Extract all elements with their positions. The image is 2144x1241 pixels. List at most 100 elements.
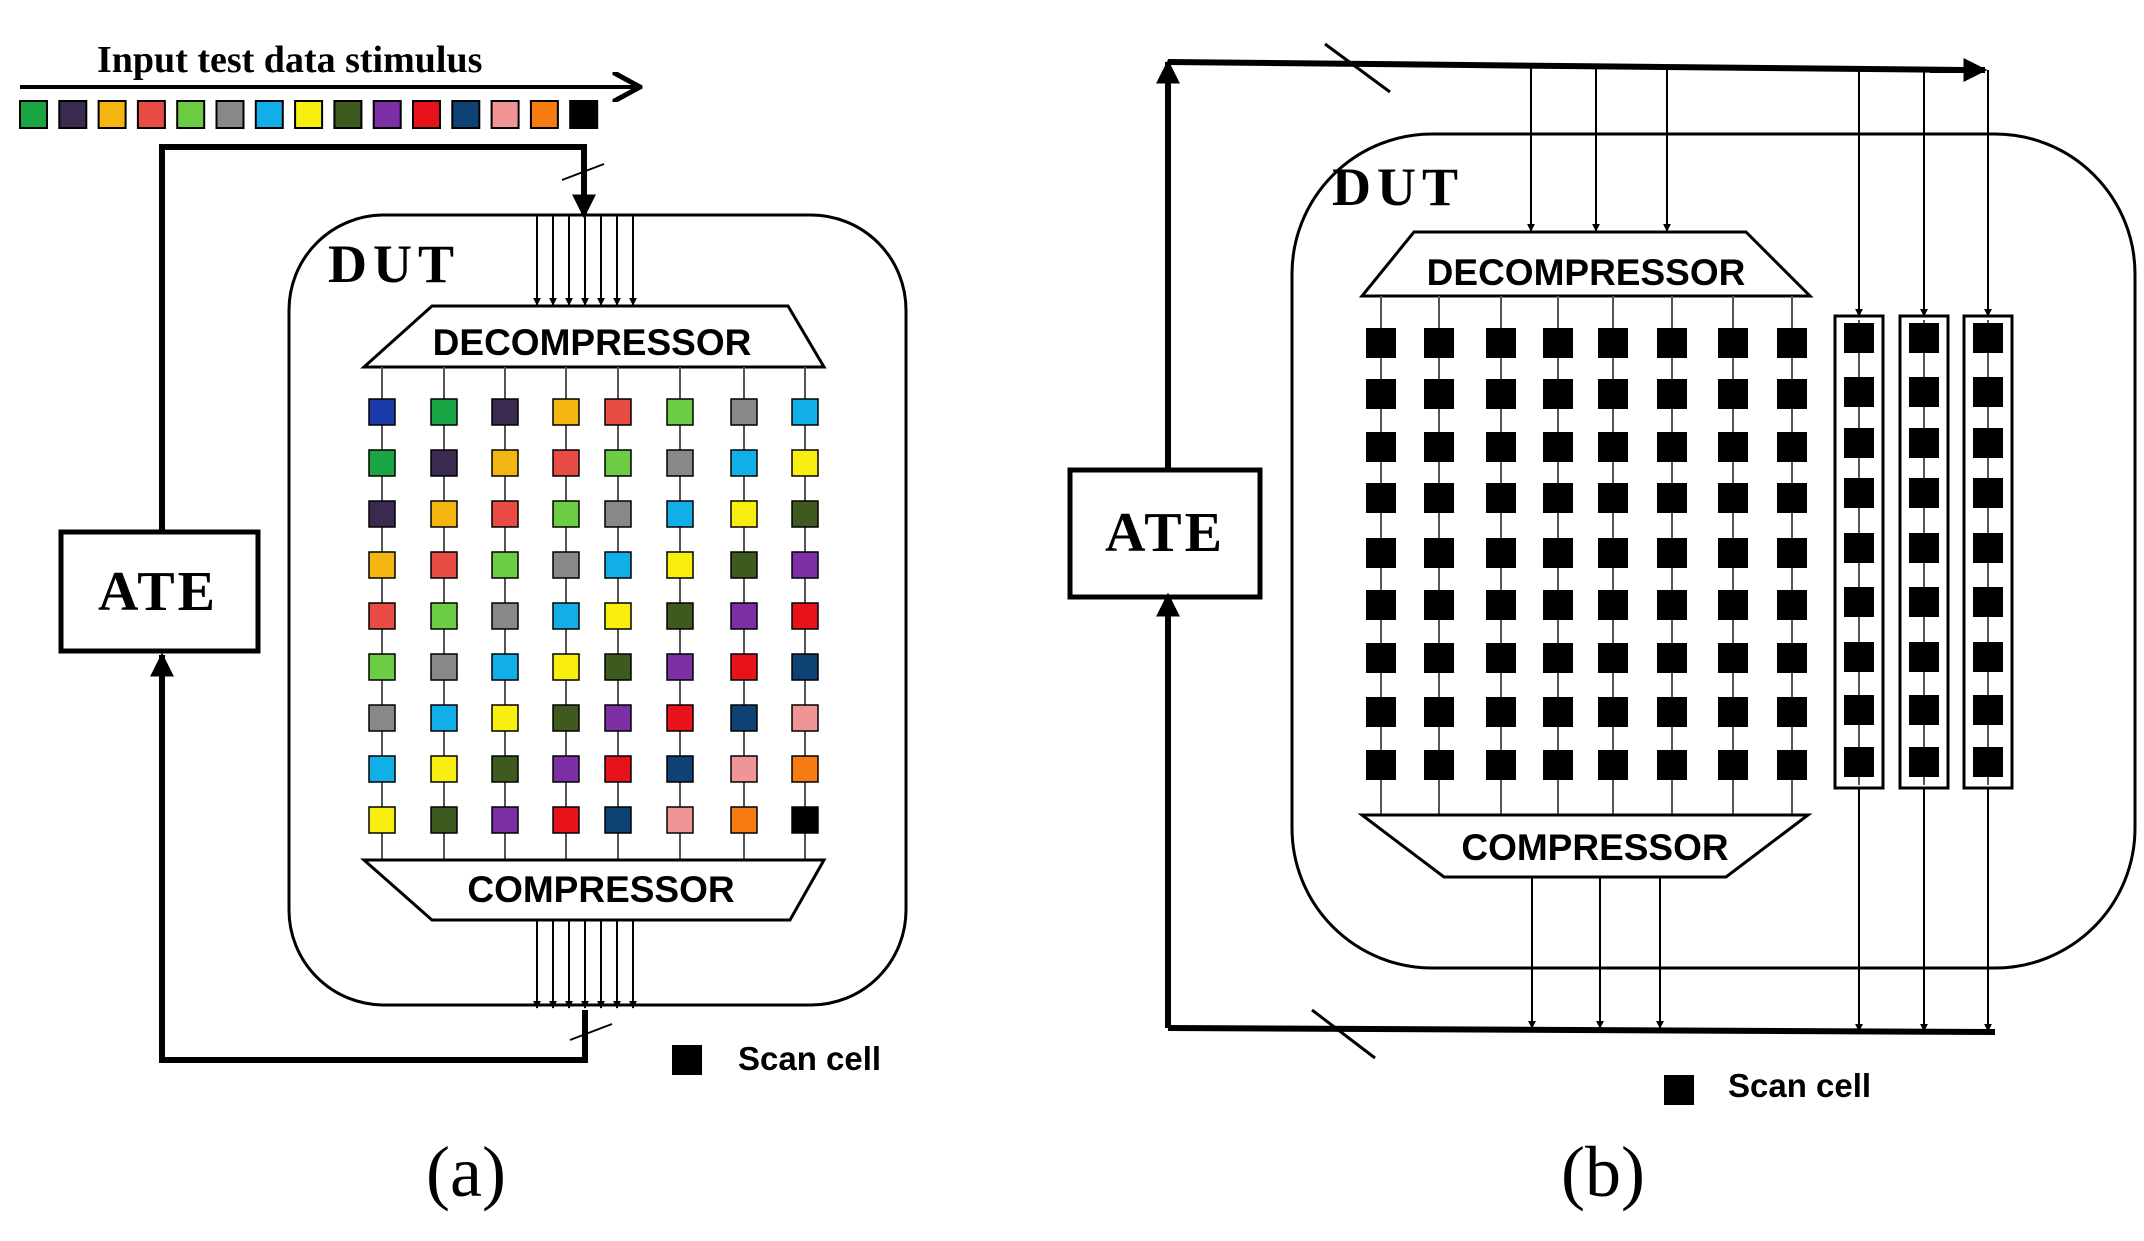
scan-cell xyxy=(1366,538,1396,568)
scan-cell xyxy=(666,755,694,783)
scan-cell xyxy=(791,398,819,426)
compressor-output-lines-b xyxy=(1528,877,1664,1029)
scan-cell xyxy=(730,755,758,783)
scan-cell xyxy=(1598,379,1628,409)
scan-cell xyxy=(1424,538,1454,568)
scan-cell xyxy=(1657,538,1687,568)
ate-box-b xyxy=(1067,467,1263,600)
scan-cell xyxy=(1718,432,1748,462)
ate-output-path xyxy=(159,144,587,532)
scan-cell xyxy=(430,551,458,579)
scan-cell xyxy=(1973,377,2003,407)
scan-cell xyxy=(1366,328,1396,358)
scan-cell xyxy=(1777,538,1807,568)
scan-cell xyxy=(1598,750,1628,780)
scan-cell xyxy=(1598,483,1628,513)
scan-cell xyxy=(1777,643,1807,673)
scan-cell xyxy=(1657,379,1687,409)
scan-cell xyxy=(604,755,632,783)
scan-cell xyxy=(1424,750,1454,780)
bus-slash-in xyxy=(561,163,605,181)
scan-cell xyxy=(1718,379,1748,409)
scan-cell xyxy=(1366,697,1396,727)
scan-cell xyxy=(1366,590,1396,620)
scan-cell xyxy=(1844,478,1874,508)
panel-a-diagram: Input test data stimulus ATE DUT DECOMPR… xyxy=(19,39,908,1212)
scan-cell xyxy=(730,704,758,732)
scan-cell xyxy=(1909,747,1939,777)
scan-cell xyxy=(430,704,458,732)
scan-cell xyxy=(1718,328,1748,358)
ate-label-b: ATE xyxy=(1105,502,1225,564)
scan-cell xyxy=(1543,379,1573,409)
scan-cell xyxy=(1598,328,1628,358)
scan-cell xyxy=(368,500,396,528)
scan-cell xyxy=(1909,533,1939,563)
stimulus-cell xyxy=(254,100,284,129)
bypass-chains-b xyxy=(1833,70,2014,1032)
scan-cell xyxy=(1424,483,1454,513)
scan-cell xyxy=(1909,323,1939,353)
ate-label-a: ATE xyxy=(98,561,218,623)
scan-cell xyxy=(1909,428,1939,458)
scan-cell xyxy=(1543,697,1573,727)
scan-cell xyxy=(1909,695,1939,725)
scan-cell xyxy=(666,704,694,732)
scan-cell xyxy=(1844,323,1874,353)
scan-cell xyxy=(604,602,632,630)
dut-label-b: DUT xyxy=(1332,157,1464,217)
scan-cell xyxy=(552,500,580,528)
scan-cell xyxy=(430,755,458,783)
scan-cell xyxy=(1657,697,1687,727)
scan-cell xyxy=(1486,590,1516,620)
scan-cell xyxy=(491,449,519,477)
scan-cell xyxy=(1909,377,1939,407)
scan-cell xyxy=(1543,328,1573,358)
scan-cell xyxy=(368,449,396,477)
compressor-b xyxy=(1357,813,1813,879)
stimulus-cell xyxy=(136,100,166,129)
scan-cell xyxy=(1598,697,1628,727)
scan-cell xyxy=(1424,697,1454,727)
scan-cell xyxy=(430,449,458,477)
scan-cell xyxy=(1973,478,2003,508)
scan-cell xyxy=(1543,538,1573,568)
scan-cell xyxy=(730,449,758,477)
stimulus-cell xyxy=(58,100,88,129)
scan-cell xyxy=(666,551,694,579)
scan-cell xyxy=(604,653,632,681)
scan-cell xyxy=(368,653,396,681)
compressor-label-a: COMPRESSOR xyxy=(467,869,734,910)
bus-slash-out xyxy=(569,1023,613,1041)
scan-cell xyxy=(430,653,458,681)
scan-cell xyxy=(552,551,580,579)
scan-cell xyxy=(491,653,519,681)
scan-cell xyxy=(368,551,396,579)
scan-cell xyxy=(1909,642,1939,672)
decompressor-input-lines xyxy=(533,215,637,306)
scan-cell xyxy=(1777,379,1807,409)
dut-label-a: DUT xyxy=(328,234,460,294)
scan-cell xyxy=(1543,590,1573,620)
stimulus-cell xyxy=(333,100,363,129)
scan-cell xyxy=(552,653,580,681)
scan-cell xyxy=(491,755,519,783)
ate-box-a xyxy=(58,529,261,654)
scan-cell xyxy=(666,806,694,834)
scan-cell xyxy=(791,806,819,834)
scan-cell xyxy=(1844,695,1874,725)
panel-b-diagram: ATE DUT DECOMPRESSOR COMPRESSOR Scan cel… xyxy=(1067,42,2137,1212)
scan-cell xyxy=(604,449,632,477)
scan-cell xyxy=(368,398,396,426)
scan-cell xyxy=(1366,750,1396,780)
scan-cell xyxy=(666,653,694,681)
stimulus-cell xyxy=(529,100,559,129)
scan-cell xyxy=(730,602,758,630)
scan-cell xyxy=(1598,590,1628,620)
stimulus-cell xyxy=(176,100,206,129)
scan-cell xyxy=(1598,538,1628,568)
scan-cell xyxy=(1973,323,2003,353)
scan-cell xyxy=(1657,432,1687,462)
compressor-label-b: COMPRESSOR xyxy=(1461,827,1728,868)
